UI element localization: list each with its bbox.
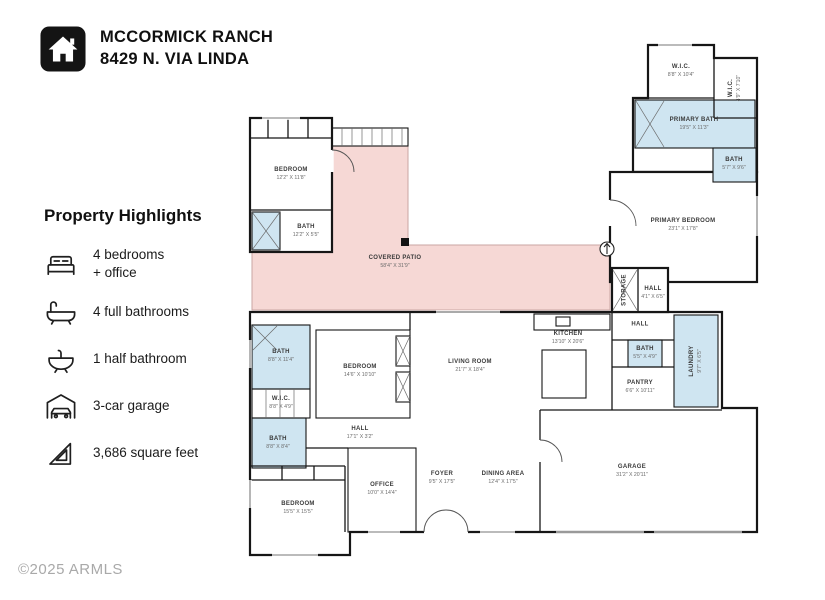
listing-header: MCCORMICK RANCH 8429 N. VIA LINDA bbox=[40, 26, 273, 72]
bed-icon bbox=[44, 249, 78, 279]
listing-title: MCCORMICK RANCH bbox=[100, 28, 274, 47]
door-swings bbox=[331, 149, 637, 533]
room-label-wic-primary: W.I.C.8'8" X 10'4" bbox=[667, 63, 695, 78]
windows bbox=[249, 44, 758, 556]
highlight-full-bathrooms: 4 full bathrooms bbox=[44, 296, 249, 329]
highlight-full-bathrooms-label: 4 full bathrooms bbox=[93, 304, 190, 320]
garage-icon bbox=[44, 391, 78, 421]
bathtub-icon bbox=[44, 297, 78, 327]
bathroom-regions bbox=[251, 99, 757, 469]
armls-watermark: ©2025 ARMLS bbox=[18, 561, 123, 578]
north-arrow-icon bbox=[599, 241, 615, 257]
sink-icon bbox=[44, 344, 78, 374]
highlight-half-bathroom: 1 half bathroom bbox=[44, 343, 249, 376]
highlight-garage: 3-car garage bbox=[44, 390, 249, 423]
highlight-square-feet-label: 3,686 square feet bbox=[93, 445, 199, 461]
house-logo-icon bbox=[40, 26, 86, 72]
room-label-storage: STORAGE bbox=[621, 274, 628, 306]
interior-walls bbox=[250, 45, 757, 532]
highlight-garage-label: 3-car garage bbox=[93, 398, 170, 414]
room-label-hall-2: HALL bbox=[631, 321, 649, 328]
room-label-wic-2: W.I.C.4'9" X 7'10" bbox=[727, 74, 742, 102]
ruler-icon bbox=[44, 438, 78, 468]
listing-address: 8429 N. VIA LINDA bbox=[100, 50, 250, 68]
room-label-wic-3: W.I.C.8'8" X 4'9" bbox=[269, 395, 293, 410]
highlight-bedrooms: 4 bedrooms + office bbox=[44, 246, 249, 282]
property-highlights: Property Highlights 4 bedrooms + office bbox=[44, 206, 249, 484]
highlight-half-bathroom-label: 1 half bathroom bbox=[93, 351, 187, 367]
listing-header-text: MCCORMICK RANCH 8429 N. VIA LINDA bbox=[100, 27, 273, 71]
covered-patio-region bbox=[251, 127, 611, 311]
exterior-walls bbox=[248, 43, 759, 557]
highlight-square-feet: 3,686 square feet bbox=[44, 437, 249, 470]
highlights-title: Property Highlights bbox=[44, 206, 202, 225]
highlight-bedrooms-label: 4 bedrooms + office bbox=[93, 247, 165, 280]
